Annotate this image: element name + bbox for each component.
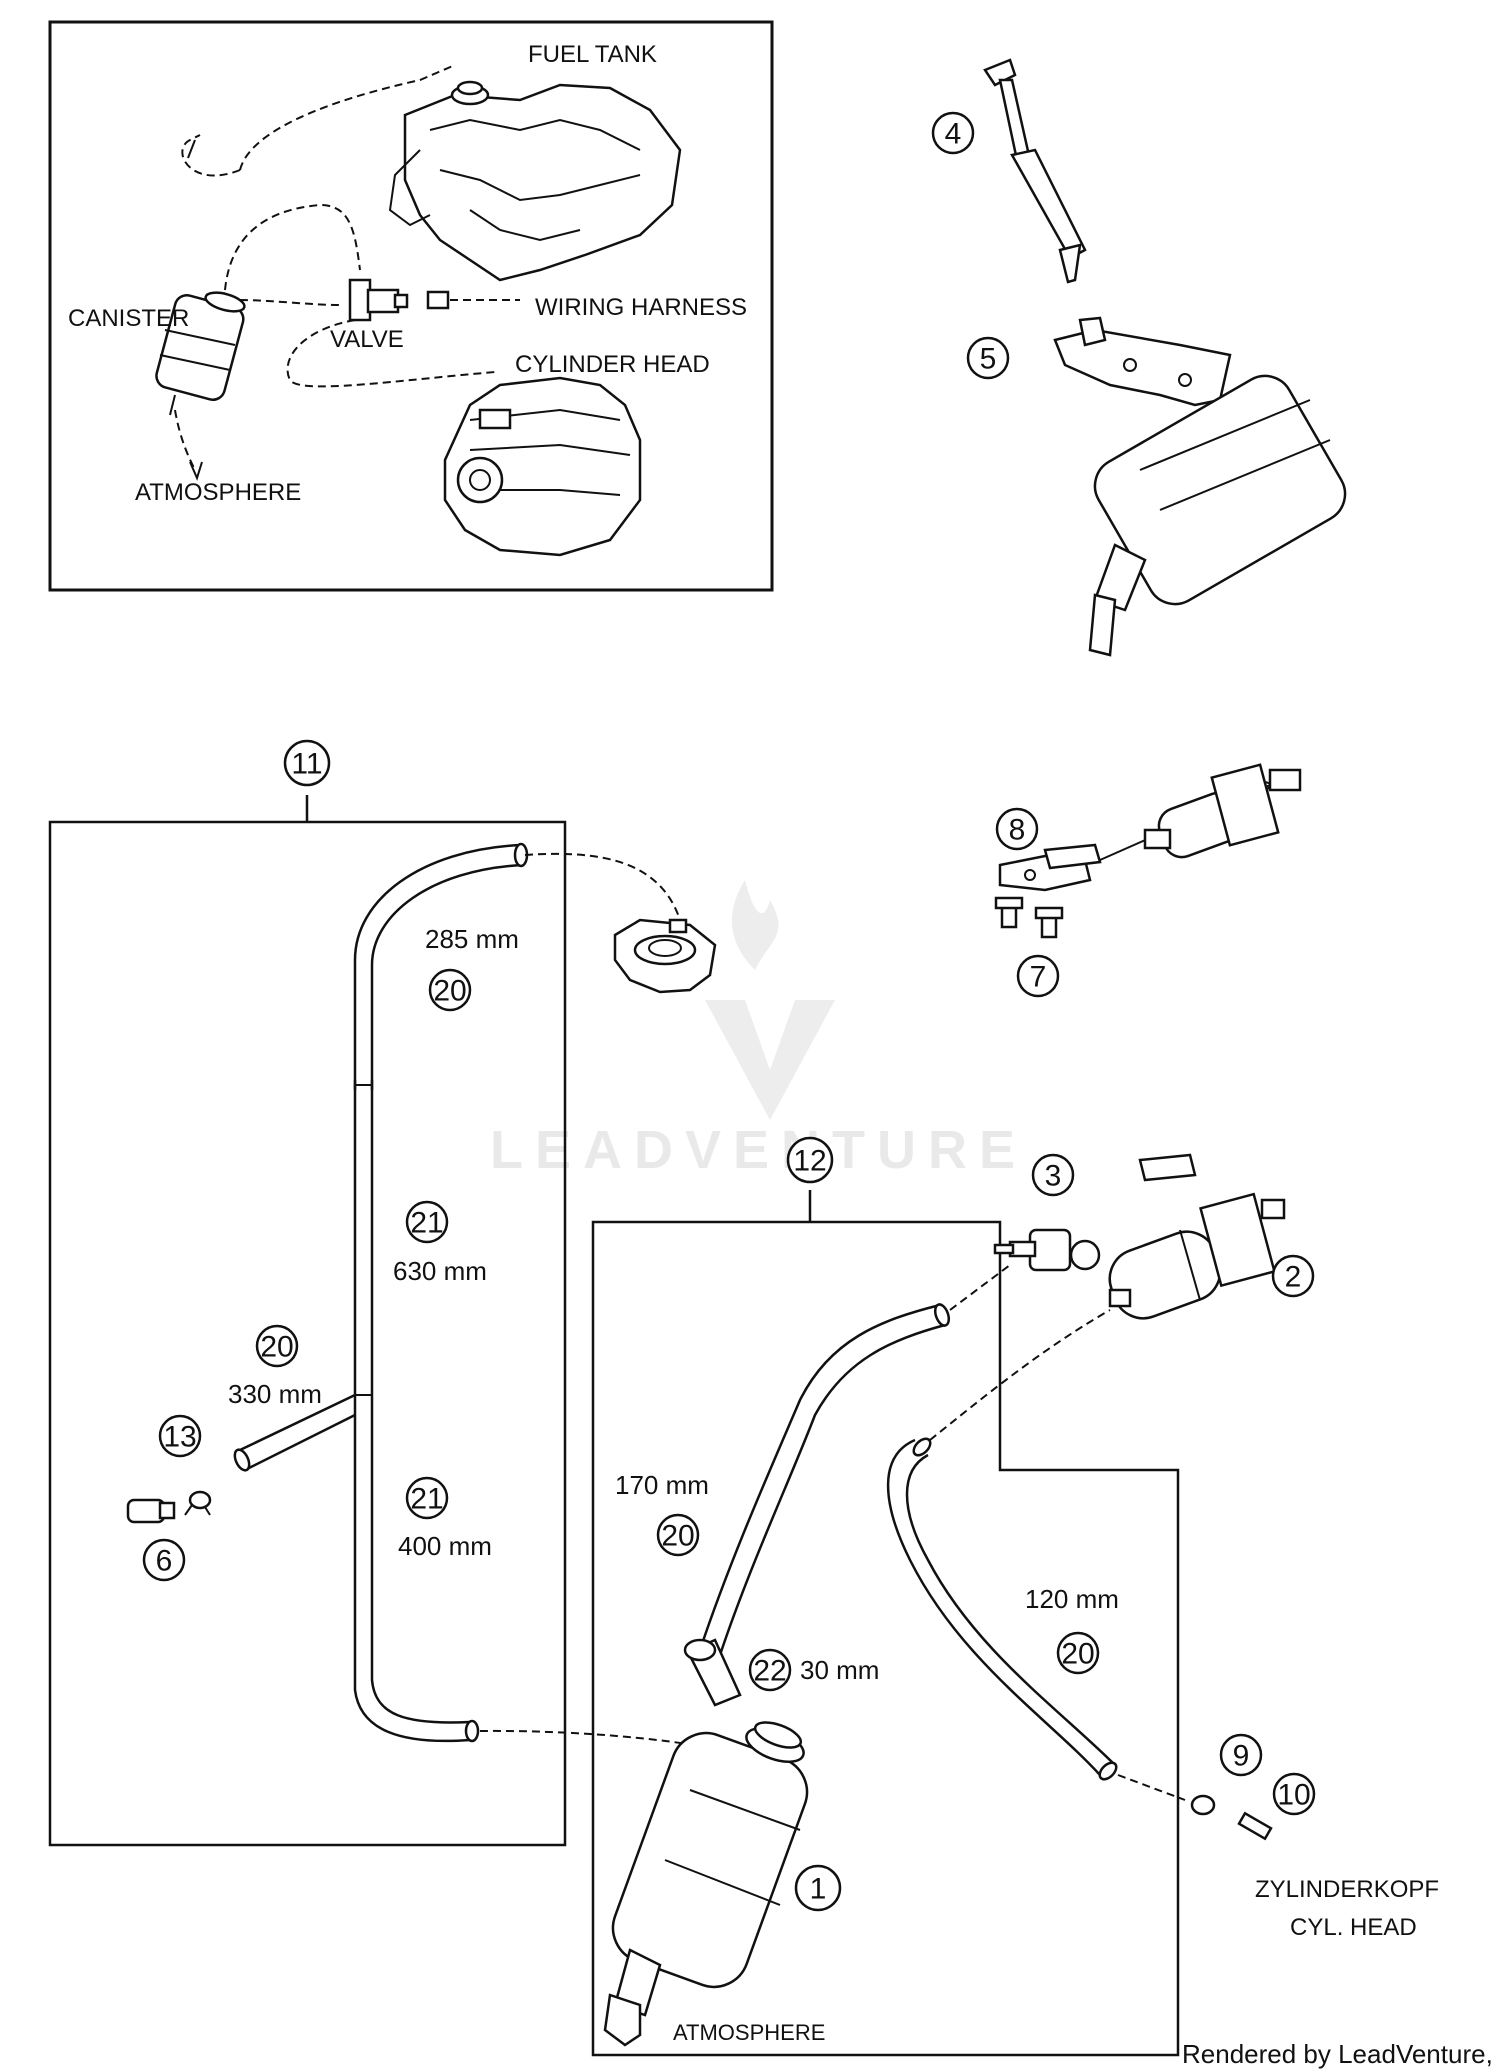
canister-illustration bbox=[155, 291, 246, 416]
callout-11[interactable]: 11 bbox=[283, 739, 331, 787]
svg-text:12: 12 bbox=[793, 1145, 826, 1178]
callout-20c[interactable]: 20 bbox=[656, 1513, 700, 1557]
callout-5[interactable]: 5 bbox=[966, 336, 1010, 380]
svg-text:21: 21 bbox=[410, 1207, 443, 1240]
fuel-tank-cap bbox=[613, 918, 717, 994]
svg-text:20: 20 bbox=[260, 1331, 293, 1364]
part-4-strap bbox=[983, 58, 1087, 284]
inset-line-tank-to-atm bbox=[239, 64, 456, 171]
measurement-330mm: 330 mm bbox=[228, 1379, 322, 1409]
canister-top-right bbox=[1088, 374, 1347, 657]
part-1-canister bbox=[603, 1721, 809, 2047]
hose-170mm bbox=[698, 1264, 1011, 1656]
svg-text:7: 7 bbox=[1030, 961, 1047, 994]
callout-4[interactable]: 4 bbox=[931, 111, 975, 155]
svg-text:20: 20 bbox=[433, 975, 466, 1008]
part-9-clamp bbox=[1190, 1794, 1216, 1816]
part-6-fitting bbox=[126, 1498, 176, 1524]
inset-line-canister-valve-2 bbox=[239, 299, 341, 306]
wiring-harness-label: WIRING HARNESS bbox=[535, 294, 747, 321]
canister-label: CANISTER bbox=[68, 305, 189, 332]
assembly-11-frame bbox=[48, 795, 567, 1847]
part-3-fitting bbox=[993, 1228, 1101, 1272]
callout-22[interactable]: 22 bbox=[748, 1648, 792, 1692]
svg-text:4: 4 bbox=[945, 118, 962, 151]
part-10-nipple bbox=[1237, 1811, 1273, 1841]
callout-7[interactable]: 7 bbox=[1016, 954, 1060, 998]
leadventure-watermark: LEADVENTURE bbox=[490, 880, 1027, 1180]
footer-credit: Rendered by LeadVenture, Inc. bbox=[1182, 2039, 1500, 2069]
inset-system-overview: FUEL TANK CANISTER VALVE WIRING HARNESS … bbox=[48, 20, 774, 592]
atmosphere-bottom-label: ATMOSPHERE bbox=[673, 2020, 825, 2045]
inset-line-canister-to-valve bbox=[224, 203, 361, 291]
measurement-170mm: 170 mm bbox=[615, 1470, 709, 1500]
cylinder-head-label: CYLINDER HEAD bbox=[515, 351, 710, 378]
inset-line-valve-to-head bbox=[286, 319, 496, 388]
callout-6[interactable]: 6 bbox=[142, 1538, 186, 1582]
fuel-tank-label: FUEL TANK bbox=[528, 41, 657, 68]
callout-3[interactable]: 3 bbox=[1031, 1153, 1075, 1197]
hose-120mm bbox=[886, 1309, 1186, 1801]
measurement-285mm: 285 mm bbox=[425, 924, 519, 954]
callout-20a[interactable]: 20 bbox=[428, 968, 472, 1012]
part-5-bracket bbox=[1053, 316, 1232, 407]
svg-text:2: 2 bbox=[1285, 1261, 1302, 1294]
measurement-630mm: 630 mm bbox=[393, 1256, 487, 1286]
inset-line-to-atm bbox=[174, 409, 196, 471]
callout-21b[interactable]: 21 bbox=[405, 1476, 449, 1520]
part-7-bolts bbox=[994, 896, 1064, 939]
cyl-head-label: CYL. HEAD bbox=[1290, 1914, 1417, 1941]
svg-text:6: 6 bbox=[156, 1545, 173, 1578]
part-2-valve bbox=[1108, 1153, 1286, 1320]
cylinder-head-illustration bbox=[443, 376, 642, 557]
zylinderkopf-label: ZYLINDERKOPF bbox=[1255, 1876, 1439, 1903]
valve-illustration bbox=[348, 278, 450, 322]
part-8-bracket bbox=[998, 843, 1102, 892]
hose-30mm bbox=[683, 1638, 742, 1707]
hose-network-11 bbox=[233, 842, 761, 1761]
svg-text:3: 3 bbox=[1045, 1160, 1062, 1193]
callout-13[interactable]: 13 bbox=[158, 1414, 202, 1458]
fuel-tank-illustration bbox=[388, 80, 682, 282]
svg-text:10: 10 bbox=[1277, 1779, 1310, 1812]
atmosphere-label: ATMOSPHERE bbox=[135, 479, 301, 506]
assembly-12-frame bbox=[591, 1190, 1180, 2057]
svg-text:9: 9 bbox=[1233, 1740, 1250, 1773]
valve-top-right bbox=[1099, 763, 1302, 861]
svg-text:20: 20 bbox=[661, 1520, 694, 1553]
callout-10[interactable]: 10 bbox=[1272, 1772, 1316, 1816]
svg-text:8: 8 bbox=[1009, 814, 1026, 847]
callout-1[interactable]: 1 bbox=[794, 1864, 842, 1912]
callout-2[interactable]: 2 bbox=[1271, 1254, 1315, 1298]
svg-text:11: 11 bbox=[291, 748, 322, 781]
valve-label: VALVE bbox=[330, 326, 404, 353]
part-13-clamp bbox=[184, 1490, 212, 1516]
svg-text:13: 13 bbox=[163, 1421, 196, 1454]
callout-20b[interactable]: 20 bbox=[255, 1324, 299, 1368]
callout-12[interactable]: 12 bbox=[786, 1136, 834, 1184]
measurement-120mm: 120 mm bbox=[1025, 1584, 1119, 1614]
callout-20d[interactable]: 20 bbox=[1056, 1631, 1100, 1675]
svg-text:20: 20 bbox=[1061, 1638, 1094, 1671]
measurement-400mm: 400 mm bbox=[398, 1531, 492, 1561]
svg-text:5: 5 bbox=[980, 343, 997, 376]
svg-text:1: 1 bbox=[810, 1873, 827, 1906]
inset-frame bbox=[48, 20, 774, 592]
callout-9[interactable]: 9 bbox=[1219, 1733, 1263, 1777]
watermark-text: LEADVENTURE bbox=[490, 1120, 1027, 1180]
svg-text:21: 21 bbox=[410, 1483, 443, 1516]
callout-21a[interactable]: 21 bbox=[405, 1200, 449, 1244]
measurement-30mm: 30 mm bbox=[800, 1655, 879, 1685]
svg-text:22: 22 bbox=[753, 1655, 786, 1688]
callout-8[interactable]: 8 bbox=[995, 807, 1039, 851]
